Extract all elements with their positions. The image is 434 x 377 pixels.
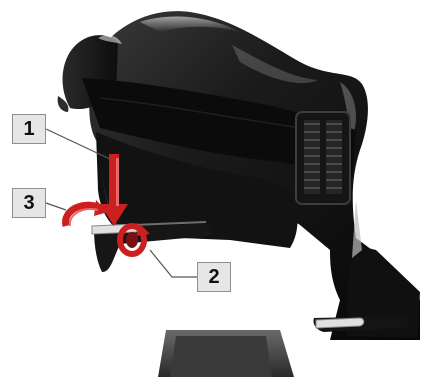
base-box [158,330,294,377]
strap-buckle [296,112,350,204]
left-clamp-bracket [92,222,213,272]
callout-3-label: 3 [23,192,34,215]
leader-line-2 [150,250,197,277]
leader-line-3 [46,203,66,210]
callout-2: 2 [197,262,231,292]
callout-1: 1 [12,114,46,144]
callout-3: 3 [12,188,46,218]
callout-2-label: 2 [208,266,219,289]
callout-1-label: 1 [23,118,34,141]
